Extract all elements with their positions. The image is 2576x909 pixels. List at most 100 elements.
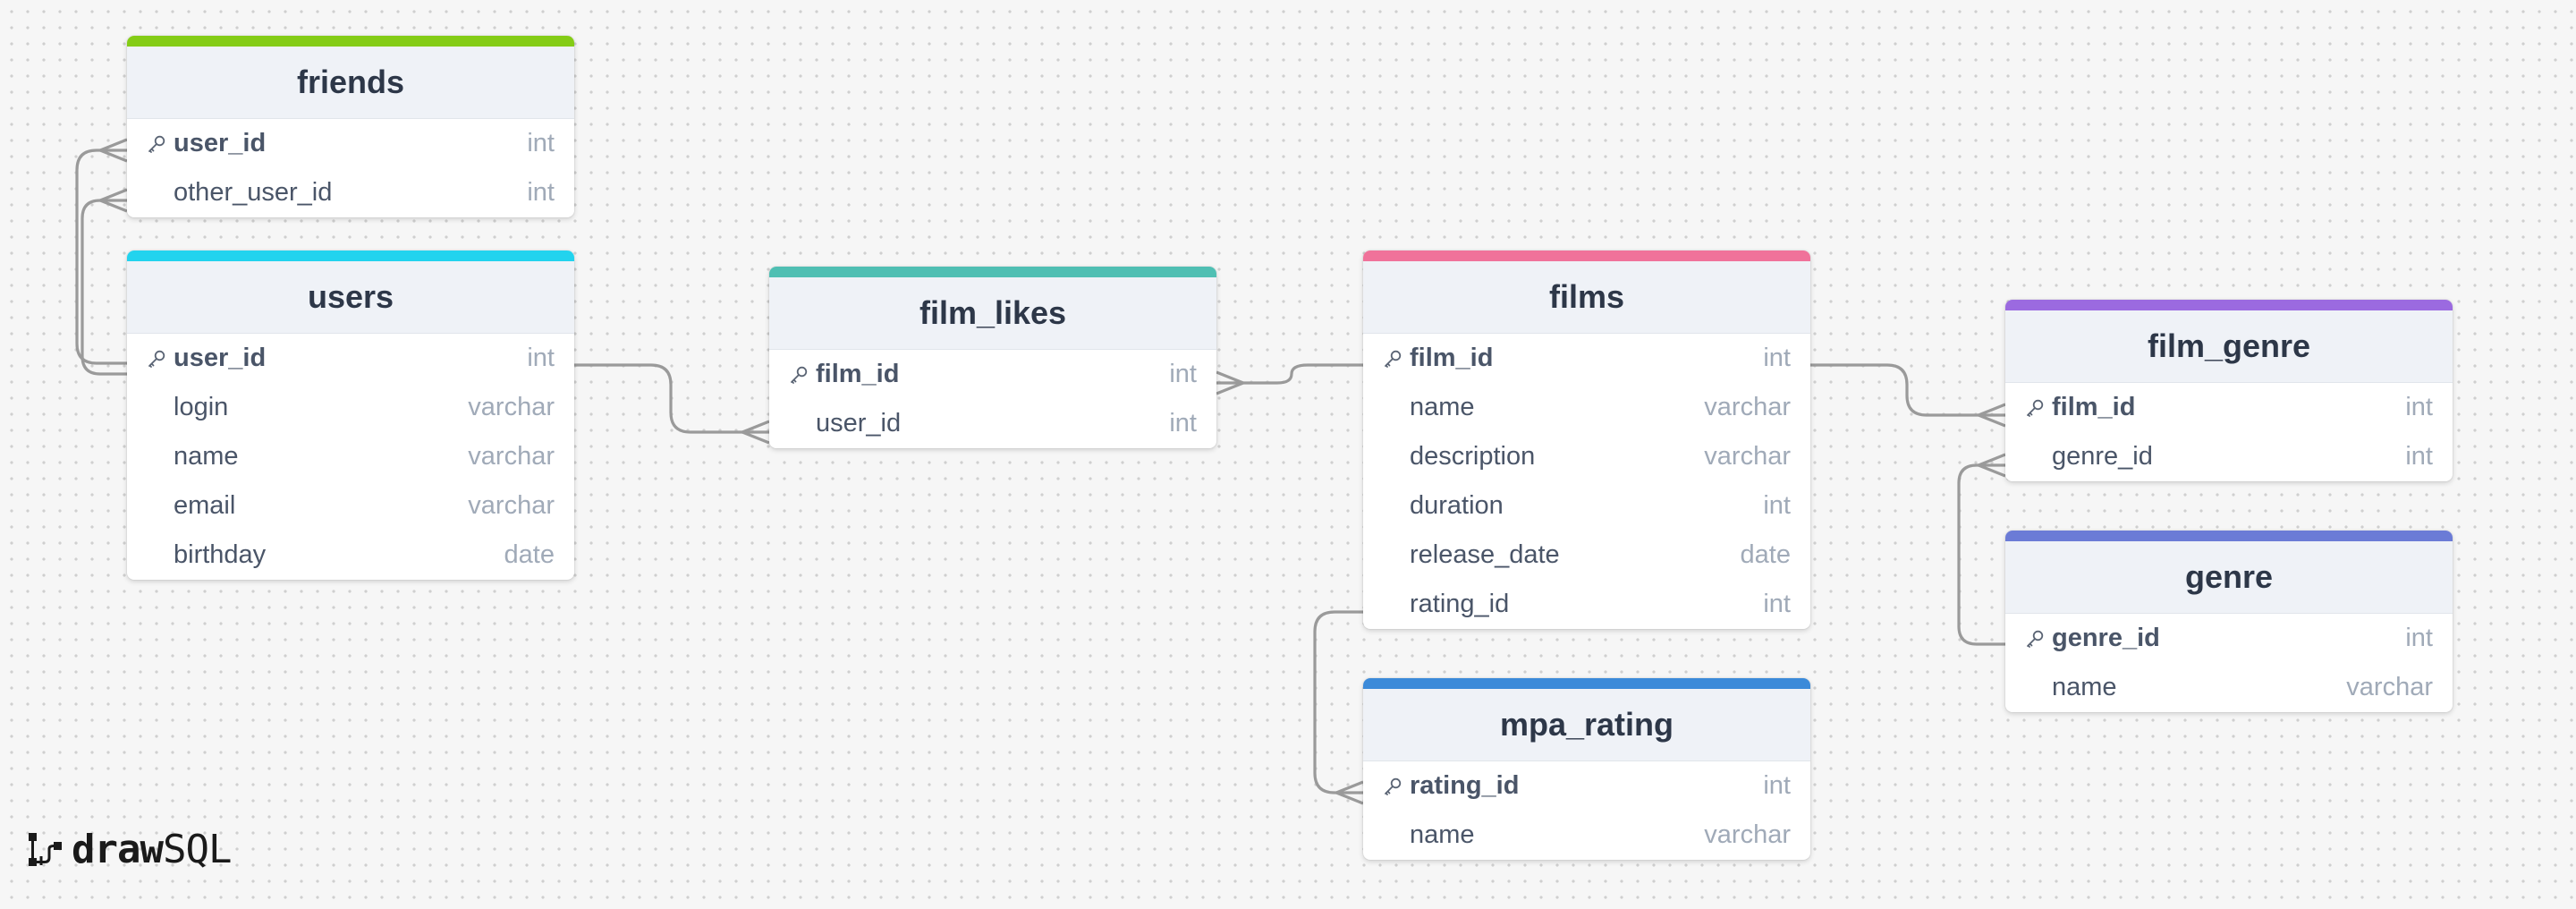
column-name: email xyxy=(174,491,236,520)
column-row-film-id[interactable]: film_id int xyxy=(769,350,1216,399)
table-color-bar xyxy=(769,267,1216,277)
primary-key-icon xyxy=(2025,626,2052,651)
crowfoot-friends-user-id xyxy=(99,138,128,163)
column-type: int xyxy=(527,178,555,207)
table-color-bar xyxy=(1363,678,1810,689)
key-icon-placeholder xyxy=(2025,445,2052,470)
table-title: film_genre xyxy=(2147,327,2311,364)
column-type: varchar xyxy=(1704,442,1791,471)
column-name: other_user_id xyxy=(174,178,333,207)
column-type: int xyxy=(1169,409,1197,438)
column-type: int xyxy=(2405,624,2433,652)
crowfoot-film-likes-user-id xyxy=(741,420,770,445)
relation-films-film-likes[interactable] xyxy=(1216,363,1363,385)
column-name: rating_id xyxy=(1410,590,1510,618)
key-icon-placeholder xyxy=(147,445,174,470)
column-name: film_id xyxy=(1410,344,1494,372)
table-title: films xyxy=(1548,278,1625,315)
crowfoot-film-genre-genre-id xyxy=(1978,453,2006,478)
relation-mpa-rating-films[interactable] xyxy=(1313,610,1363,794)
column-name: name xyxy=(1410,820,1475,849)
drawsql-logo-icon xyxy=(29,832,62,866)
table-header[interactable]: mpa_rating xyxy=(1363,689,1810,761)
column-type: varchar xyxy=(468,442,555,471)
table-header[interactable]: film_likes xyxy=(769,277,1216,350)
key-icon-placeholder xyxy=(1383,543,1410,568)
column-type: varchar xyxy=(2346,673,2433,701)
column-name: user_id xyxy=(174,344,267,372)
column-name: film_id xyxy=(2052,393,2136,421)
relation-users-film-likes[interactable] xyxy=(574,363,769,434)
relation-users-friends-other-user-id[interactable] xyxy=(80,199,127,376)
table-header[interactable]: film_genre xyxy=(2005,310,2453,383)
table-header[interactable]: users xyxy=(127,261,574,334)
key-icon-placeholder xyxy=(147,543,174,568)
table-title: genre xyxy=(2184,558,2274,595)
relation-films-film-genre[interactable] xyxy=(1810,363,2005,417)
primary-key-icon xyxy=(1383,774,1410,799)
key-icon-placeholder xyxy=(147,395,174,421)
column-type: int xyxy=(1763,771,1791,800)
key-icon-placeholder xyxy=(1383,445,1410,470)
column-type: date xyxy=(504,540,555,569)
column-name: birthday xyxy=(174,540,267,569)
column-row-birthday[interactable]: birthday date xyxy=(127,531,574,580)
column-name: name xyxy=(1410,393,1475,421)
key-icon-placeholder xyxy=(147,181,174,206)
relation-genre-film-genre[interactable] xyxy=(1957,463,2005,646)
column-name: duration xyxy=(1410,491,1504,520)
table-color-bar xyxy=(2005,300,2453,310)
primary-key-icon xyxy=(147,346,174,371)
primary-key-icon xyxy=(147,132,174,157)
table-title: users xyxy=(307,278,394,315)
column-row-other-user-id[interactable]: other_user_id int xyxy=(127,168,574,217)
column-type: int xyxy=(1169,360,1197,388)
key-icon-placeholder xyxy=(2025,675,2052,701)
relation-users-friends-user-id[interactable] xyxy=(75,149,127,365)
column-row-rating-id[interactable]: rating_id int xyxy=(1363,580,1810,629)
column-name: film_id xyxy=(816,360,900,388)
column-row-description[interactable]: description varchar xyxy=(1363,432,1810,481)
column-name: user_id xyxy=(174,129,267,157)
table-header[interactable]: films xyxy=(1363,261,1810,334)
crowfoot-film-genre-film-id xyxy=(1978,403,2006,428)
table-title: mpa_rating xyxy=(1499,706,1674,743)
key-icon-placeholder xyxy=(1383,823,1410,848)
table-title: film_likes xyxy=(919,294,1067,331)
table-color-bar xyxy=(127,36,574,47)
column-name: description xyxy=(1410,442,1536,471)
column-type: int xyxy=(1763,590,1791,618)
table-header[interactable]: friends xyxy=(127,47,574,119)
table-header[interactable]: genre xyxy=(2005,541,2453,614)
